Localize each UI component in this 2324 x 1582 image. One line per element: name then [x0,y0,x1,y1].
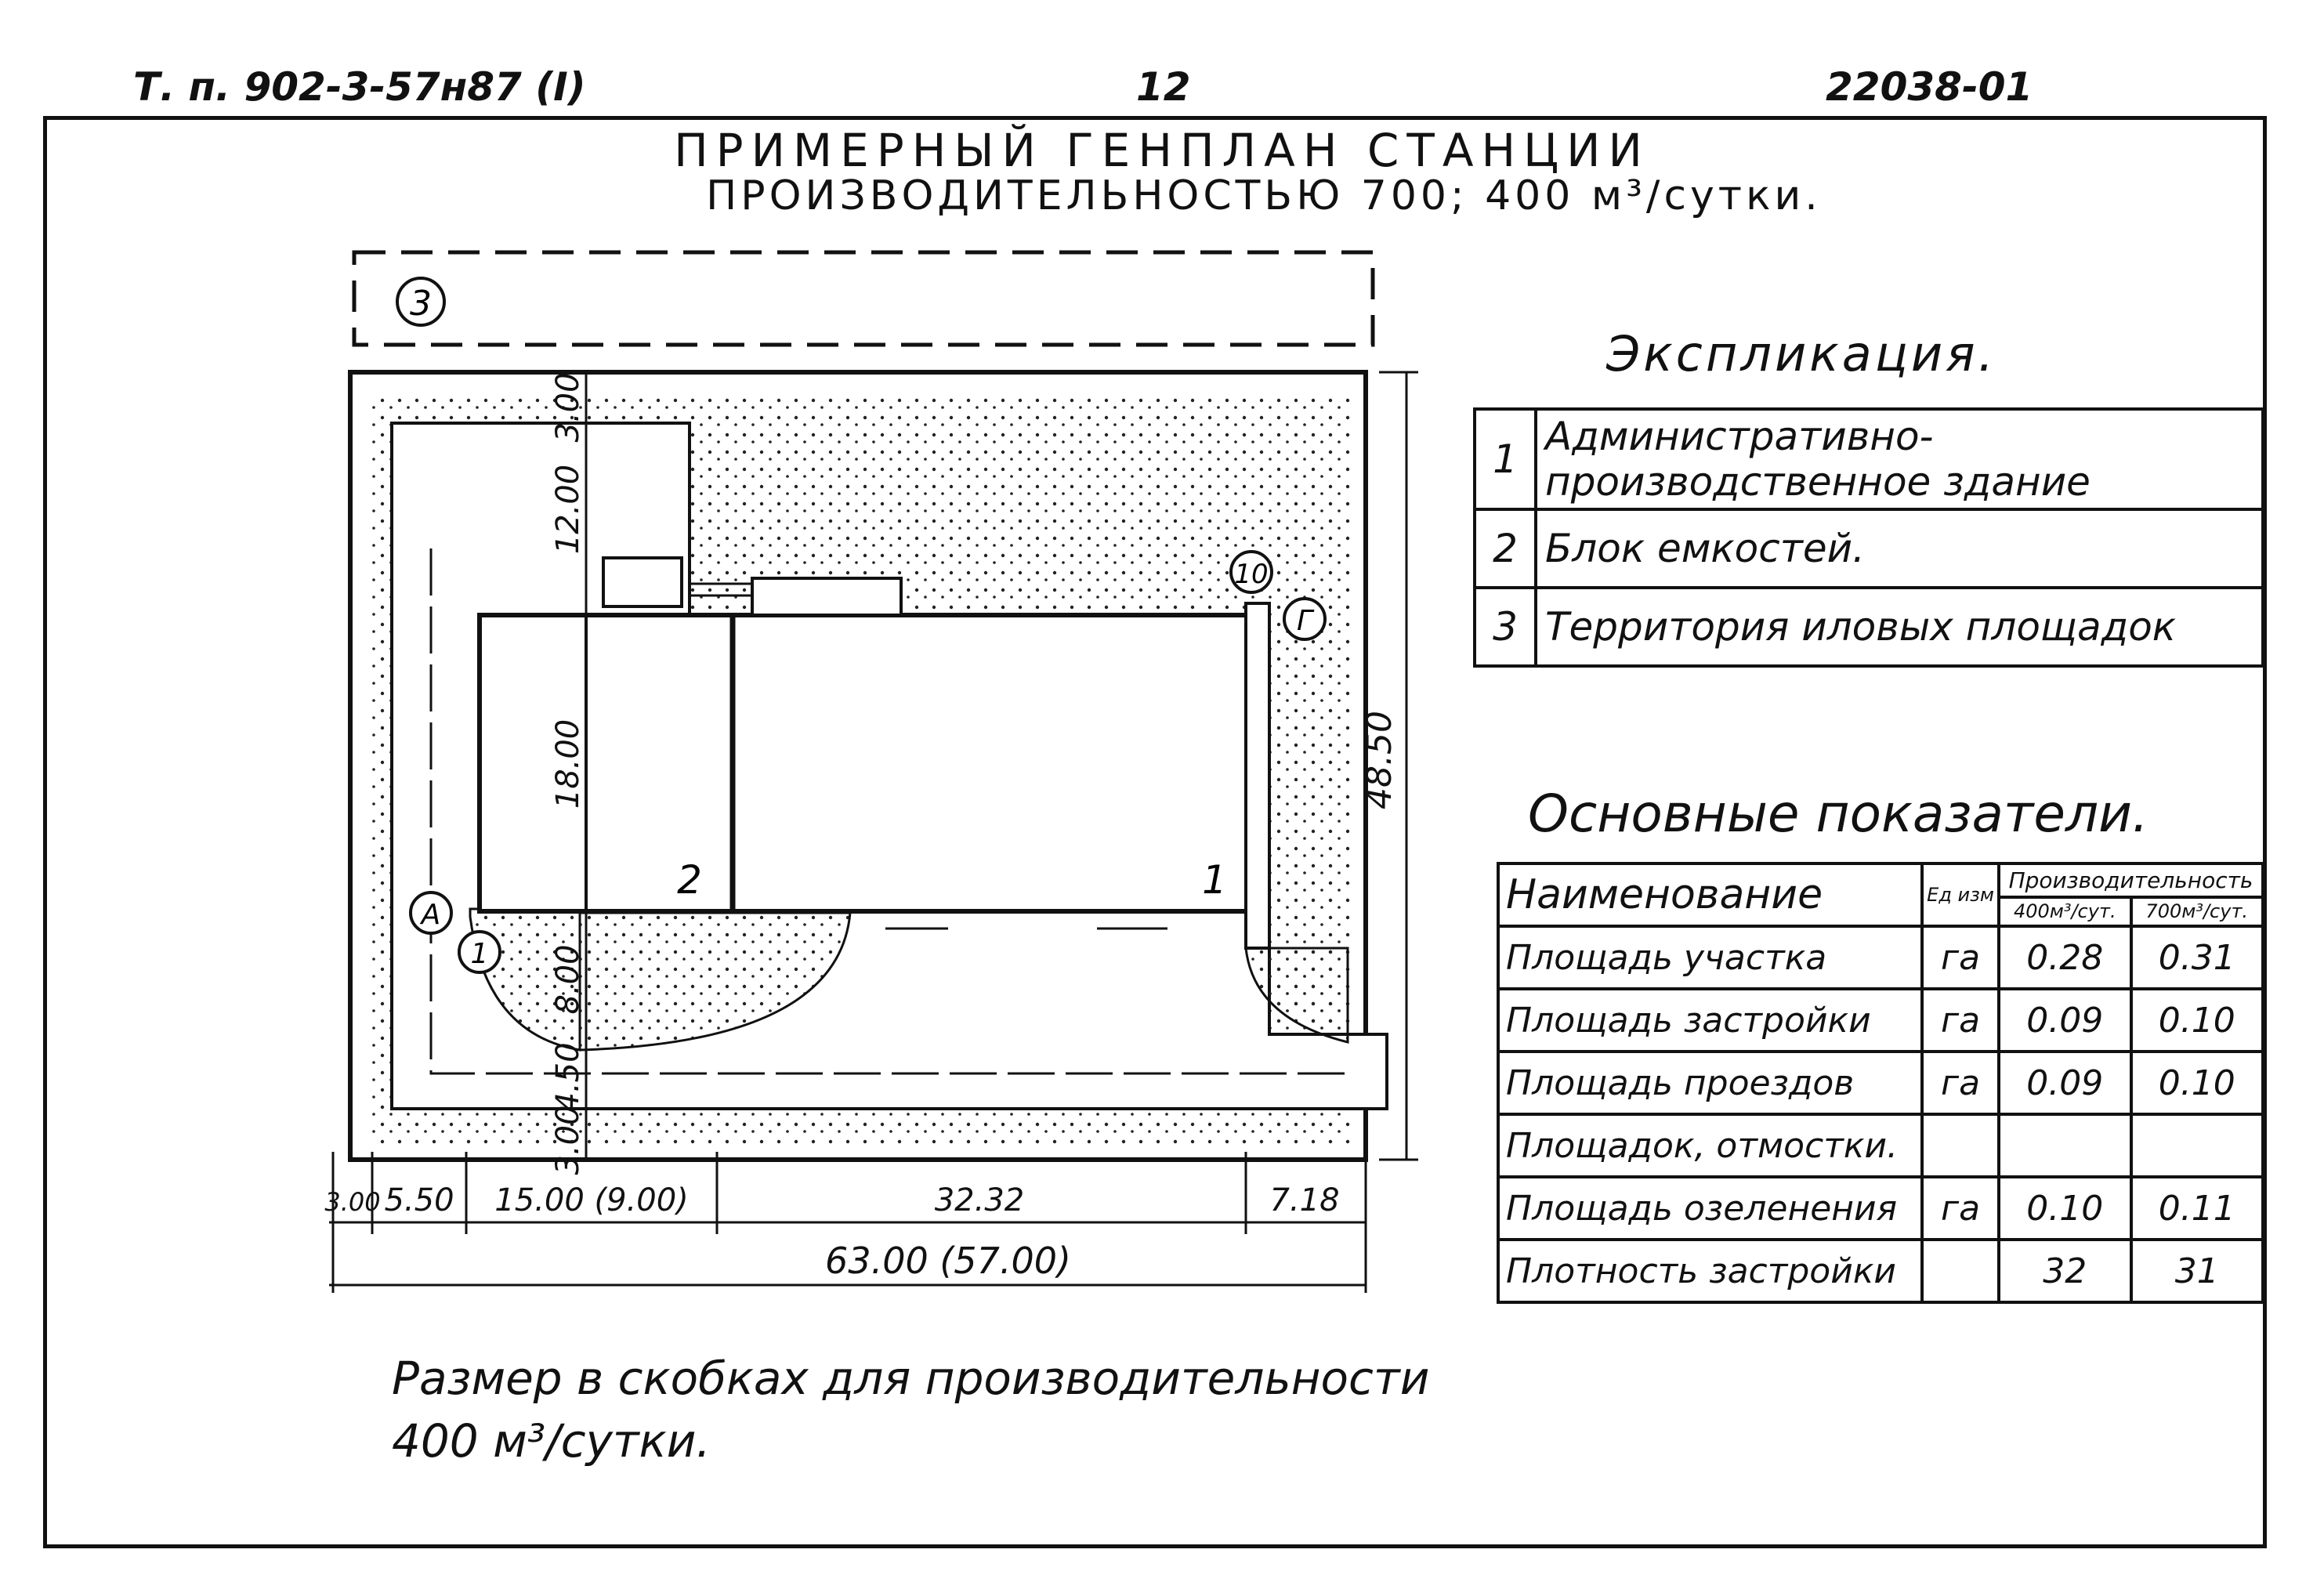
indicator-700: 0.31 [2129,925,2264,990]
indicator-row: Площадь озеленения га 0.10 0.11 [1496,1175,2264,1241]
indicator-700: 0.11 [2129,1175,2264,1241]
indicator-name: Площадь проездов [1496,1050,1924,1116]
dim-v-total: 48.50 [1359,711,1399,809]
indicator-700: 31 [2129,1238,2264,1304]
dim-v-2: 12.00 [550,465,586,555]
callout-g-label: Г [1297,605,1315,637]
indicator-row: Плотность застройки 32 31 [1496,1238,2264,1304]
indicator-700: 0.10 [2129,1050,2264,1116]
explication-text: Блок емкостей. [1534,508,2264,589]
indicator-unit: га [1920,987,2001,1053]
indicator-name: Площадь озеленения [1496,1175,1924,1241]
indicator-400: 0.10 [1997,1175,2133,1241]
explication-title: Экспликация. [1606,325,1997,382]
indicator-row: Площадь участка га 0.28 0.31 [1496,925,2264,990]
indicator-unit: га [1920,1175,2001,1241]
building-1-label: 1 [1202,857,1227,903]
explication-text: Территория иловых площадок [1534,586,2264,668]
indicators-head-700: 700м³/сут. [2129,895,2264,929]
lawn-right [1244,947,1349,1044]
dim-h-4: 32.32 [935,1182,1025,1218]
building-2-label: 2 [677,857,702,903]
dim-v-1: 3.00 [550,372,586,442]
indicator-unit: га [1920,1050,2001,1116]
indicator-700 [2129,1113,2264,1178]
indicators-head-unit: Ед изм [1920,862,2001,928]
callout-1-left [458,930,501,974]
plan-title: ПРИМЕРНЫЙ ГЕНПЛАН СТАНЦИИ [674,124,1650,177]
callout-10-label: 10 [1234,559,1268,590]
callout-g [1283,597,1327,641]
explication-table: 1 Административно-производственное здани… [1473,407,2264,668]
dim-v-4: 8.00 [550,944,586,1014]
building-block [477,613,1250,914]
plan-subtitle: ПРОИЗВОДИТЕЛЬНОСТЬЮ 700; 400 м³/сутки. [706,172,1822,219]
indicator-400: 0.09 [1997,987,2133,1053]
sheet-number: 12 [1136,64,1191,110]
callout-10 [1229,550,1273,594]
indicators-title: Основные показатели. [1528,784,2148,844]
callout-3 [396,277,446,327]
road-inner-edge [429,548,1348,1075]
note-line-1: Размер в скобках для производительности [392,1352,1430,1405]
explication-text: Административно-производственное здание [1534,407,2264,511]
callout-a-label: А [420,899,441,931]
indicator-400: 0.09 [1997,1050,2133,1116]
explication-row: 3 Территория иловых площадок [1473,586,2264,668]
sludge-area-boundary [352,250,1375,347]
lawn-center [578,911,852,1052]
indicators-table: Наименование Ед изм Производительность 4… [1496,862,2264,1304]
indicator-name: Площадок, отмостки. [1496,1113,1924,1178]
indicator-row: Площадок, отмостки. [1496,1113,2264,1178]
dim-h-5: 7.18 [1269,1182,1339,1218]
indicator-row: Площадь проездов га 0.09 0.10 [1496,1050,2264,1116]
explication-row: 2 Блок емкостей. [1473,508,2264,589]
dim-h-total: 63.00 (57.00) [825,1240,1071,1282]
indicators-head-prod: Производительность [1997,862,2264,899]
explication-num: 3 [1473,586,1537,668]
callout-1-left-label: 1 [471,938,489,970]
explication-row: 1 Административно-производственное здани… [1473,407,2264,511]
indicator-name: Плотность застройки [1496,1238,1924,1304]
indicator-unit [1920,1238,2001,1304]
dim-h-1: 3.00 [324,1187,380,1217]
document-number: 22038-01 [1826,64,2033,110]
dim-v-6: 3.00 [550,1105,586,1175]
dim-v-3: 18.00 [550,719,586,809]
explication-num: 1 [1473,407,1537,511]
indicators-head-name: Наименование [1496,862,1924,928]
indicator-name: Площадь участка [1496,925,1924,990]
indicator-700: 0.10 [2129,987,2264,1053]
dim-v-5: 4.50 [550,1042,586,1112]
indicator-unit: га [1920,925,2001,990]
indicator-400 [1997,1113,2133,1178]
callout-a [409,891,453,935]
dim-h-3: 15.00 (9.00) [494,1182,689,1218]
dim-h-2: 5.50 [384,1182,454,1218]
drawing-code: Т. п. 902-3-57н87 (I) [133,64,586,110]
note-line-2: 400 м³/сутки. [392,1414,711,1468]
callout-3-label: 3 [410,284,432,324]
indicator-400: 0.28 [1997,925,2133,990]
indicator-unit [1920,1113,2001,1178]
indicator-400: 32 [1997,1238,2133,1304]
explication-num: 2 [1473,508,1537,589]
indicator-name: Площадь застройки [1496,987,1924,1053]
indicators-head-400: 400м³/сут. [1997,895,2133,929]
drawing-frame [43,116,2267,1548]
indicator-row: Площадь застройки га 0.09 0.10 [1496,987,2264,1053]
